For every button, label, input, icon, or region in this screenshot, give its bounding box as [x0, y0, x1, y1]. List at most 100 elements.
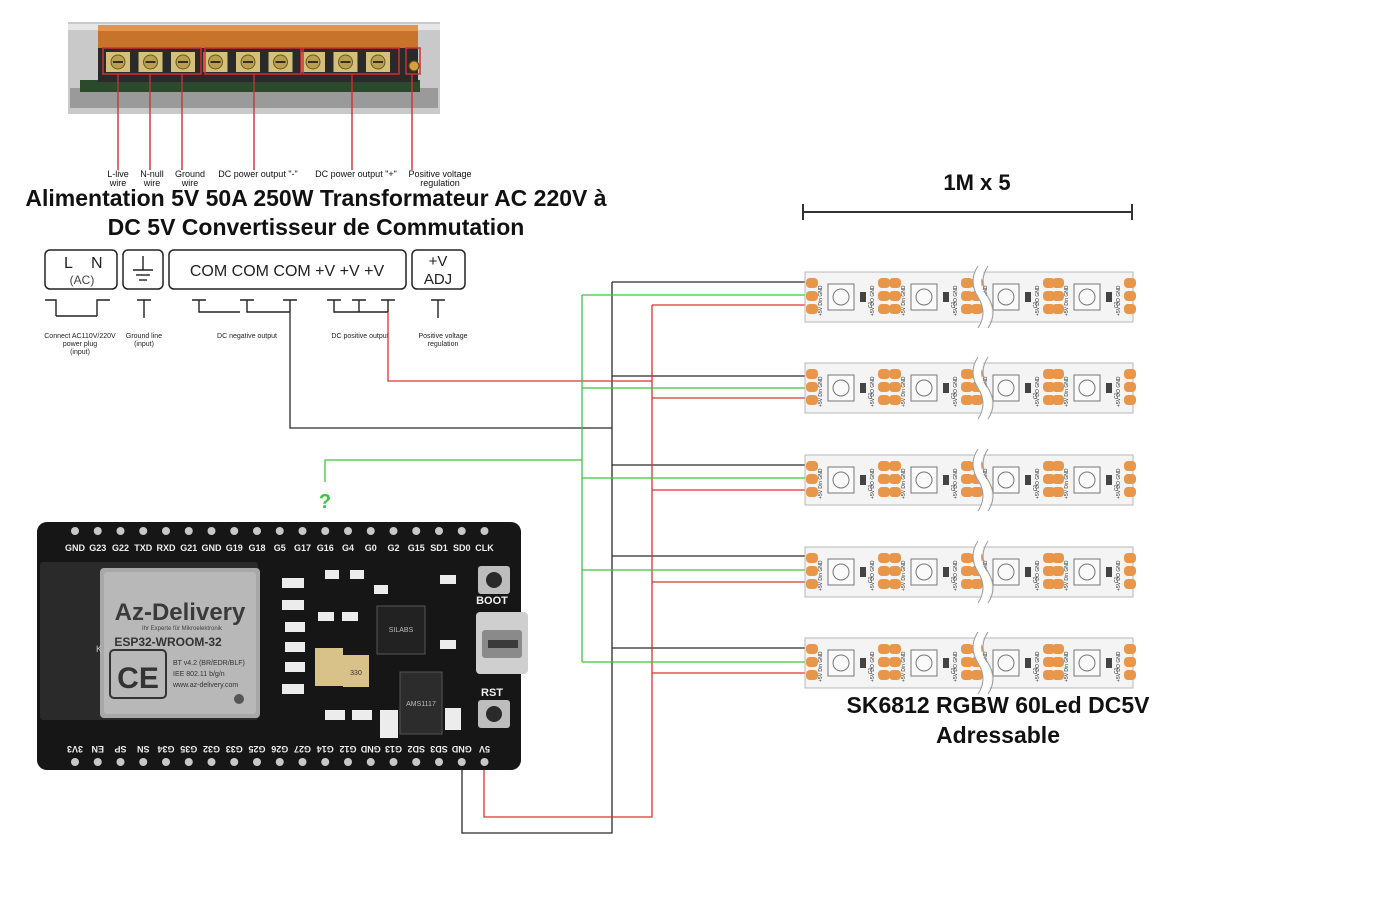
cap-marking: C1	[1033, 392, 1039, 399]
strip-pad	[1043, 461, 1055, 471]
led-chip	[1073, 558, 1101, 586]
strip-pad	[806, 657, 818, 667]
top-pin-holes	[71, 527, 489, 535]
brand-sub: Ihr Experte für Mikroelektronik	[142, 626, 223, 632]
cap-label: 330	[350, 670, 362, 677]
bottom-pin-label: G35	[180, 744, 197, 754]
k-mark: K	[96, 644, 102, 654]
led-chip	[910, 283, 938, 311]
top-pin-label: G0	[365, 543, 377, 553]
strip-pad	[878, 382, 890, 392]
label-pos-reg-2: regulation	[420, 178, 460, 188]
pad-marking: +5V DO GND	[870, 285, 876, 316]
top-pin-label: TXD	[134, 543, 153, 553]
pad-marking: +5V Din GND	[818, 651, 824, 682]
strip-break-mark	[973, 629, 991, 697]
top-pin-label: G4	[342, 543, 354, 553]
strip-pad	[1043, 278, 1055, 288]
strip-pad	[889, 461, 901, 471]
label-dc-minus: DC power output "-"	[218, 169, 297, 179]
pad-marking: +5V Din GND	[818, 285, 824, 316]
strip-pad	[1043, 474, 1055, 484]
dc-terminal-box	[168, 249, 407, 290]
pad-marking: +5V DO GND	[870, 376, 876, 407]
cap-marking: C1	[868, 484, 874, 491]
pin-hole	[366, 527, 375, 535]
strip-pad	[878, 461, 890, 471]
top-pin-label: SD1	[430, 543, 448, 553]
strip-pad	[1124, 553, 1136, 563]
psu-schematic: L N (AC) COM COM COM +V +V +V +V ADJ Con…	[44, 249, 468, 356]
sub-connect-3: (input)	[70, 349, 90, 356]
strip-pad	[1043, 395, 1055, 405]
pad-marking: +5V DO GND	[1116, 285, 1122, 316]
strip-pad	[806, 278, 818, 288]
strip-pad	[878, 369, 890, 379]
led-chip	[992, 466, 1020, 494]
pin-hole	[253, 758, 261, 766]
top-pin-label: SD0	[453, 543, 471, 553]
strip-capacitor	[1106, 567, 1112, 577]
led-chip	[910, 649, 938, 677]
top-pin-label: G18	[248, 543, 265, 553]
led-chip	[1073, 649, 1101, 677]
led-chip	[910, 374, 938, 402]
strip-pad	[1124, 644, 1136, 654]
cap-marking: C1	[951, 576, 957, 583]
pin-hole	[389, 527, 398, 535]
bottom-pin-label: SN	[137, 744, 150, 754]
strip-pad	[1043, 382, 1055, 392]
bottom-pin-label: G34	[157, 744, 174, 754]
bottom-pin-label: SD2	[407, 744, 425, 754]
strip-capacitor	[1025, 475, 1031, 485]
ac-box	[44, 249, 118, 290]
bottom-pin-label: SD3	[430, 744, 448, 754]
top-pin-label: G23	[89, 543, 106, 553]
ground-box	[122, 249, 164, 290]
wire-data-esp	[324, 459, 582, 482]
pin-hole	[253, 527, 261, 535]
spec-url: www.az-delivery.com	[172, 682, 238, 689]
bottom-pin-label: G25	[248, 744, 265, 754]
pad-marking: +5V DO GND	[1116, 468, 1122, 499]
strip-caption-line2: Adressable	[936, 722, 1060, 748]
ce-mark: CE	[117, 662, 159, 695]
cap-marking: C1	[951, 667, 957, 674]
strip-pad	[889, 382, 901, 392]
strip-pad	[961, 369, 973, 379]
strip-pad	[961, 566, 973, 576]
cap-marking: C1	[951, 392, 957, 399]
strip-pad	[889, 644, 901, 654]
pad-marking: +5V Din GND	[901, 285, 907, 316]
strip-capacitor	[1025, 383, 1031, 393]
strip-pad	[1052, 553, 1064, 563]
pad-marking: +5V DO GND	[1116, 376, 1122, 407]
pad-marking: +5V Din GND	[901, 560, 907, 591]
psu-title-line2: DC 5V Convertisseur de Commutation	[108, 214, 525, 240]
sub-connect-2: power plug	[63, 341, 97, 348]
strip-pad	[878, 304, 890, 314]
strip-pad	[806, 291, 818, 301]
strip-capacitor	[943, 567, 949, 577]
pin-hole	[71, 527, 79, 535]
pad-marking: +5V DO GND	[1035, 468, 1041, 499]
strip-pad	[961, 487, 973, 497]
strip-pad	[1124, 382, 1136, 392]
pad-marking: +5V Din GND	[1064, 468, 1070, 499]
strip-pad	[806, 304, 818, 314]
strip-pad	[1052, 474, 1064, 484]
pad-marking: +5V Din GND	[1064, 285, 1070, 316]
spec-wifi: IEE 802.11 b/g/n	[173, 671, 225, 678]
label-ground-wire: wire	[181, 178, 199, 188]
bottom-pin-label: G27	[294, 744, 311, 754]
bottom-pin-label: GND	[451, 744, 472, 754]
pin-hole	[389, 758, 398, 766]
dc-terminal-labels: COM COM COM +V +V +V	[190, 263, 385, 280]
pad-marking: +5V DO GND	[870, 651, 876, 682]
strip-pad	[961, 670, 973, 680]
sub-pos-reg-2: regulation	[428, 341, 459, 348]
